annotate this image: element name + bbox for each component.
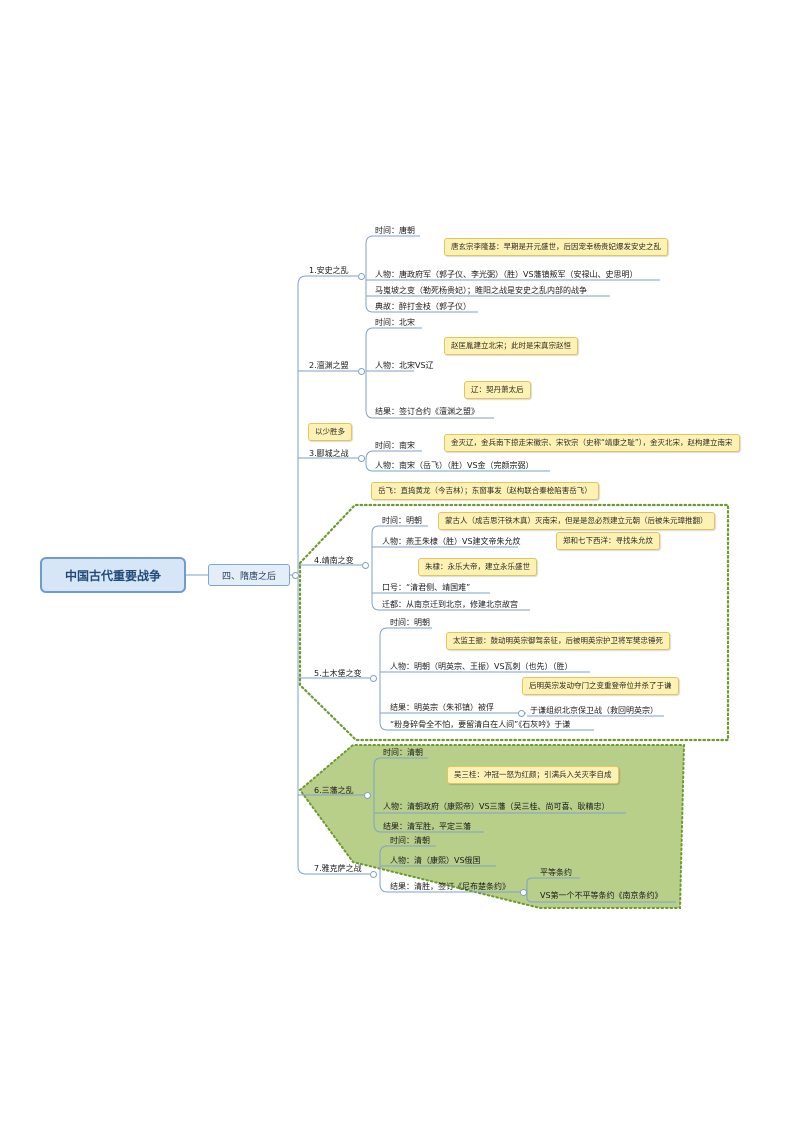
sanfan-people[interactable]: 人物：清朝政府（康熙帝）VS三藩（吴三桂、尚可喜、耿精忠） (383, 802, 610, 811)
yancheng-time[interactable]: 时间：南宋 (375, 441, 415, 450)
jingnan-slogan[interactable]: 口号：“清君侧、靖国难” (382, 583, 471, 592)
collapse-dot[interactable] (358, 368, 365, 375)
tumu-time[interactable]: 时间：明朝 (390, 618, 430, 627)
collapse-dot[interactable] (364, 792, 371, 799)
topic-sanfan[interactable]: 6.三藩之乱 (314, 786, 354, 795)
sanfan-result[interactable]: 结果：清军胜，平定三藩 (383, 822, 471, 831)
yakesa-time[interactable]: 时间：清朝 (390, 836, 430, 845)
boundary-qing (298, 744, 686, 909)
topic-yakesa[interactable]: 7.雅克萨之战 (314, 864, 362, 873)
yancheng-people[interactable]: 人物：南宋（岳飞）（胜）VS金（完颜宗弼） (375, 461, 534, 470)
jingnan-move[interactable]: 迁都：从南京迁到北京，修建北京故宫 (382, 600, 518, 609)
anshi-mawei[interactable]: 马嵬坡之变（勒死杨贵妃）；睢阳之战是安史之乱内部的战争 (375, 286, 587, 295)
collapse-dot[interactable] (520, 889, 527, 896)
subtopic-sui-tang[interactable]: 四、隋唐之后 (208, 564, 290, 586)
collapse-dot[interactable] (370, 871, 377, 878)
collapse-dot[interactable] (370, 675, 377, 682)
jingnan-note-mongol[interactable]: 蒙古人（成吉思汗铁木真）灭南宋，但是是忽必烈建立元朝（后被朱元璋推翻） (438, 512, 715, 530)
tumu-people[interactable]: 人物：明朝（明英宗、王振）VS瓦刺（也先）（胜） (390, 662, 573, 671)
boundary-ming (298, 503, 730, 742)
tumu-note-duomen[interactable]: 后明英宗发动夺门之变重登帝位并杀了于谦 (522, 677, 679, 695)
chanyuan-people[interactable]: 人物：北宋VS辽 (375, 361, 434, 370)
topic-tumu[interactable]: 5.土木堡之变 (314, 669, 362, 678)
yakesa-equal[interactable]: 平等条约 (540, 868, 572, 877)
anshi-time[interactable]: 时间：唐朝 (375, 226, 415, 235)
sanfan-note-wusangui[interactable]: 吴三桂：冲冠一怒为红颜；引满兵入关灭李自成 (447, 766, 619, 784)
tumu-poem[interactable]: “粉身碎骨全不怕，要留清白在人间”《石灰吟》于谦 (390, 720, 571, 729)
yancheng-tag[interactable]: 以少胜多 (308, 423, 352, 441)
anshi-note[interactable]: 唐玄宗李隆基：早期是开元盛世，后因宠幸杨贵妃爆发安史之乱 (444, 238, 668, 256)
collapse-dot[interactable] (518, 710, 525, 717)
collapse-dot[interactable] (358, 455, 365, 462)
collapse-dot[interactable] (358, 273, 365, 280)
topic-jingnan[interactable]: 4.靖南之变 (314, 556, 354, 565)
anshi-people[interactable]: 人物：唐政府军（郭子仪、李光弼）（胜）VS藩镇叛军（安禄山、史思明） (375, 270, 638, 279)
yancheng-note-yuefei[interactable]: 岳飞：直捣黄龙（今吉林）；东窗事发（赵构联合秦桧陷害岳飞） (371, 482, 599, 500)
chanyuan-time[interactable]: 时间：北宋 (375, 318, 415, 327)
jingnan-people[interactable]: 人物：燕王朱棣（胜）VS建文帝朱允炆 (382, 537, 521, 546)
tumu-result[interactable]: 结果：明英宗（朱祁镇）被俘 (390, 703, 494, 712)
topic-chanyuan[interactable]: 2.澶渊之盟 (309, 361, 349, 370)
yakesa-people[interactable]: 人物：清（康熙）VS俄国 (390, 856, 481, 865)
chanyuan-note[interactable]: 赵匡胤建立北宋；此时是宋真宗赵恒 (444, 337, 578, 355)
tumu-yuqian[interactable]: 于谦组织北京保卫战（救回明英宗） (530, 706, 658, 715)
yancheng-note[interactable]: 金灭辽，金兵南下掠走宋徽宗、宋钦宗（史称“靖康之耻”），金灭北宋，赵构建立南宋 (444, 434, 740, 452)
topic-yancheng[interactable]: 3.郾城之战 (309, 449, 349, 458)
anshi-diangu[interactable]: 典故：醉打金枝（郭子仪） (375, 302, 471, 311)
collapse-dot[interactable] (292, 572, 299, 579)
chanyuan-note-liao[interactable]: 辽：契丹萧太后 (464, 381, 531, 399)
chanyuan-result[interactable]: 结果：签订合约《澶渊之盟》 (375, 407, 479, 416)
yakesa-unequal[interactable]: VS第一个不平等条约《南京条约》 (540, 891, 663, 900)
root-topic[interactable]: 中国古代重要战争 (40, 557, 186, 593)
jingnan-note-zhenghe[interactable]: 郑和七下西洋：寻找朱允炆 (556, 532, 660, 550)
tumu-note-wangzhen[interactable]: 太监王振：鼓动明英宗御驾亲征，后被明英宗护卫将军樊忠锤死 (446, 632, 670, 650)
collapse-dot[interactable] (362, 562, 369, 569)
yakesa-result[interactable]: 结果：清胜，签订《尼布楚条约》 (390, 882, 510, 891)
sanfan-time[interactable]: 时间：清朝 (383, 748, 423, 757)
jingnan-time[interactable]: 时间：明朝 (382, 516, 422, 525)
jingnan-note-zhudi[interactable]: 朱棣：永乐大帝，建立永乐盛世 (418, 558, 537, 576)
topic-anshi[interactable]: 1.安史之乱 (309, 266, 349, 275)
